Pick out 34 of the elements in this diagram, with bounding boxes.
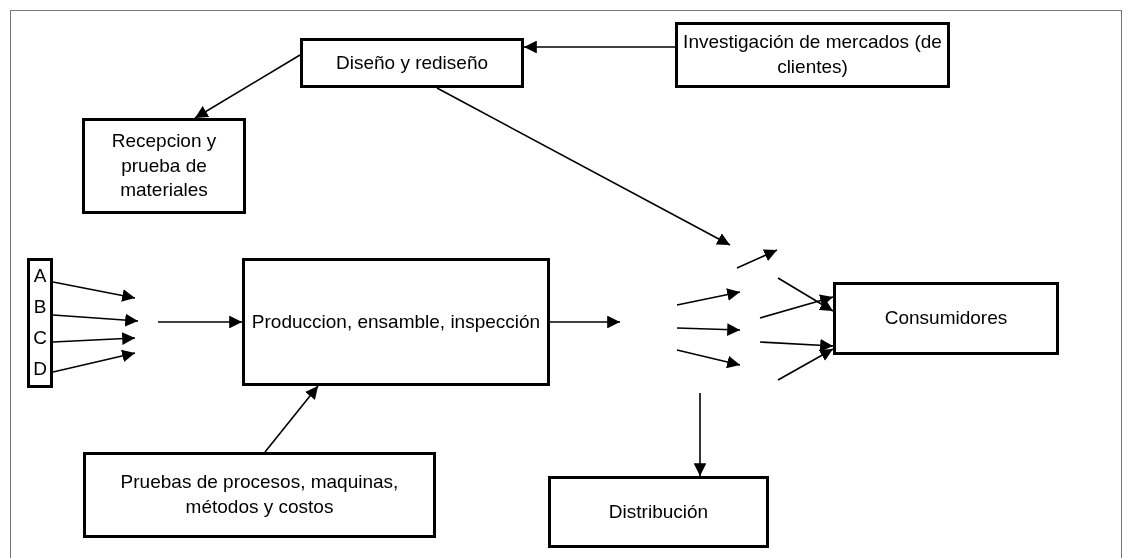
arrow	[523, 40, 676, 54]
arrow	[194, 54, 301, 119]
arrow	[52, 281, 136, 302]
box-label: Diseño y rediseño	[335, 50, 489, 75]
item-letter: A	[33, 264, 47, 289]
arrow	[436, 87, 731, 246]
arrow	[759, 294, 834, 319]
box-label: Distribución	[608, 499, 709, 524]
item-letter: D	[33, 357, 47, 382]
arrow	[777, 277, 834, 312]
arrow	[759, 338, 834, 352]
box-label: Investigación de mercados (de clientes)	[682, 30, 943, 79]
process-box	[83, 452, 436, 538]
arrow	[157, 315, 243, 329]
item-letter: C	[33, 326, 47, 351]
box-label: Produccion, ensamble, inspección	[251, 309, 541, 334]
item-letter: B	[33, 295, 47, 320]
arrow	[777, 348, 834, 381]
process-box	[300, 38, 524, 88]
list-box	[27, 258, 53, 388]
process-box	[548, 476, 769, 548]
process-box	[242, 258, 550, 386]
box-label: Consumidores	[884, 306, 1008, 331]
arrow	[264, 385, 319, 453]
process-box	[82, 118, 246, 214]
arrow	[52, 313, 139, 327]
box-label: Pruebas de procesos, maquinas, métodos y costos	[119, 470, 400, 519]
arrow	[549, 315, 621, 329]
arrow	[52, 332, 136, 345]
arrow	[52, 349, 136, 373]
box-label: Recepcion y prueba de materiales	[110, 128, 218, 203]
arrow	[693, 392, 707, 477]
process-box	[675, 22, 950, 88]
process-box	[833, 282, 1059, 355]
